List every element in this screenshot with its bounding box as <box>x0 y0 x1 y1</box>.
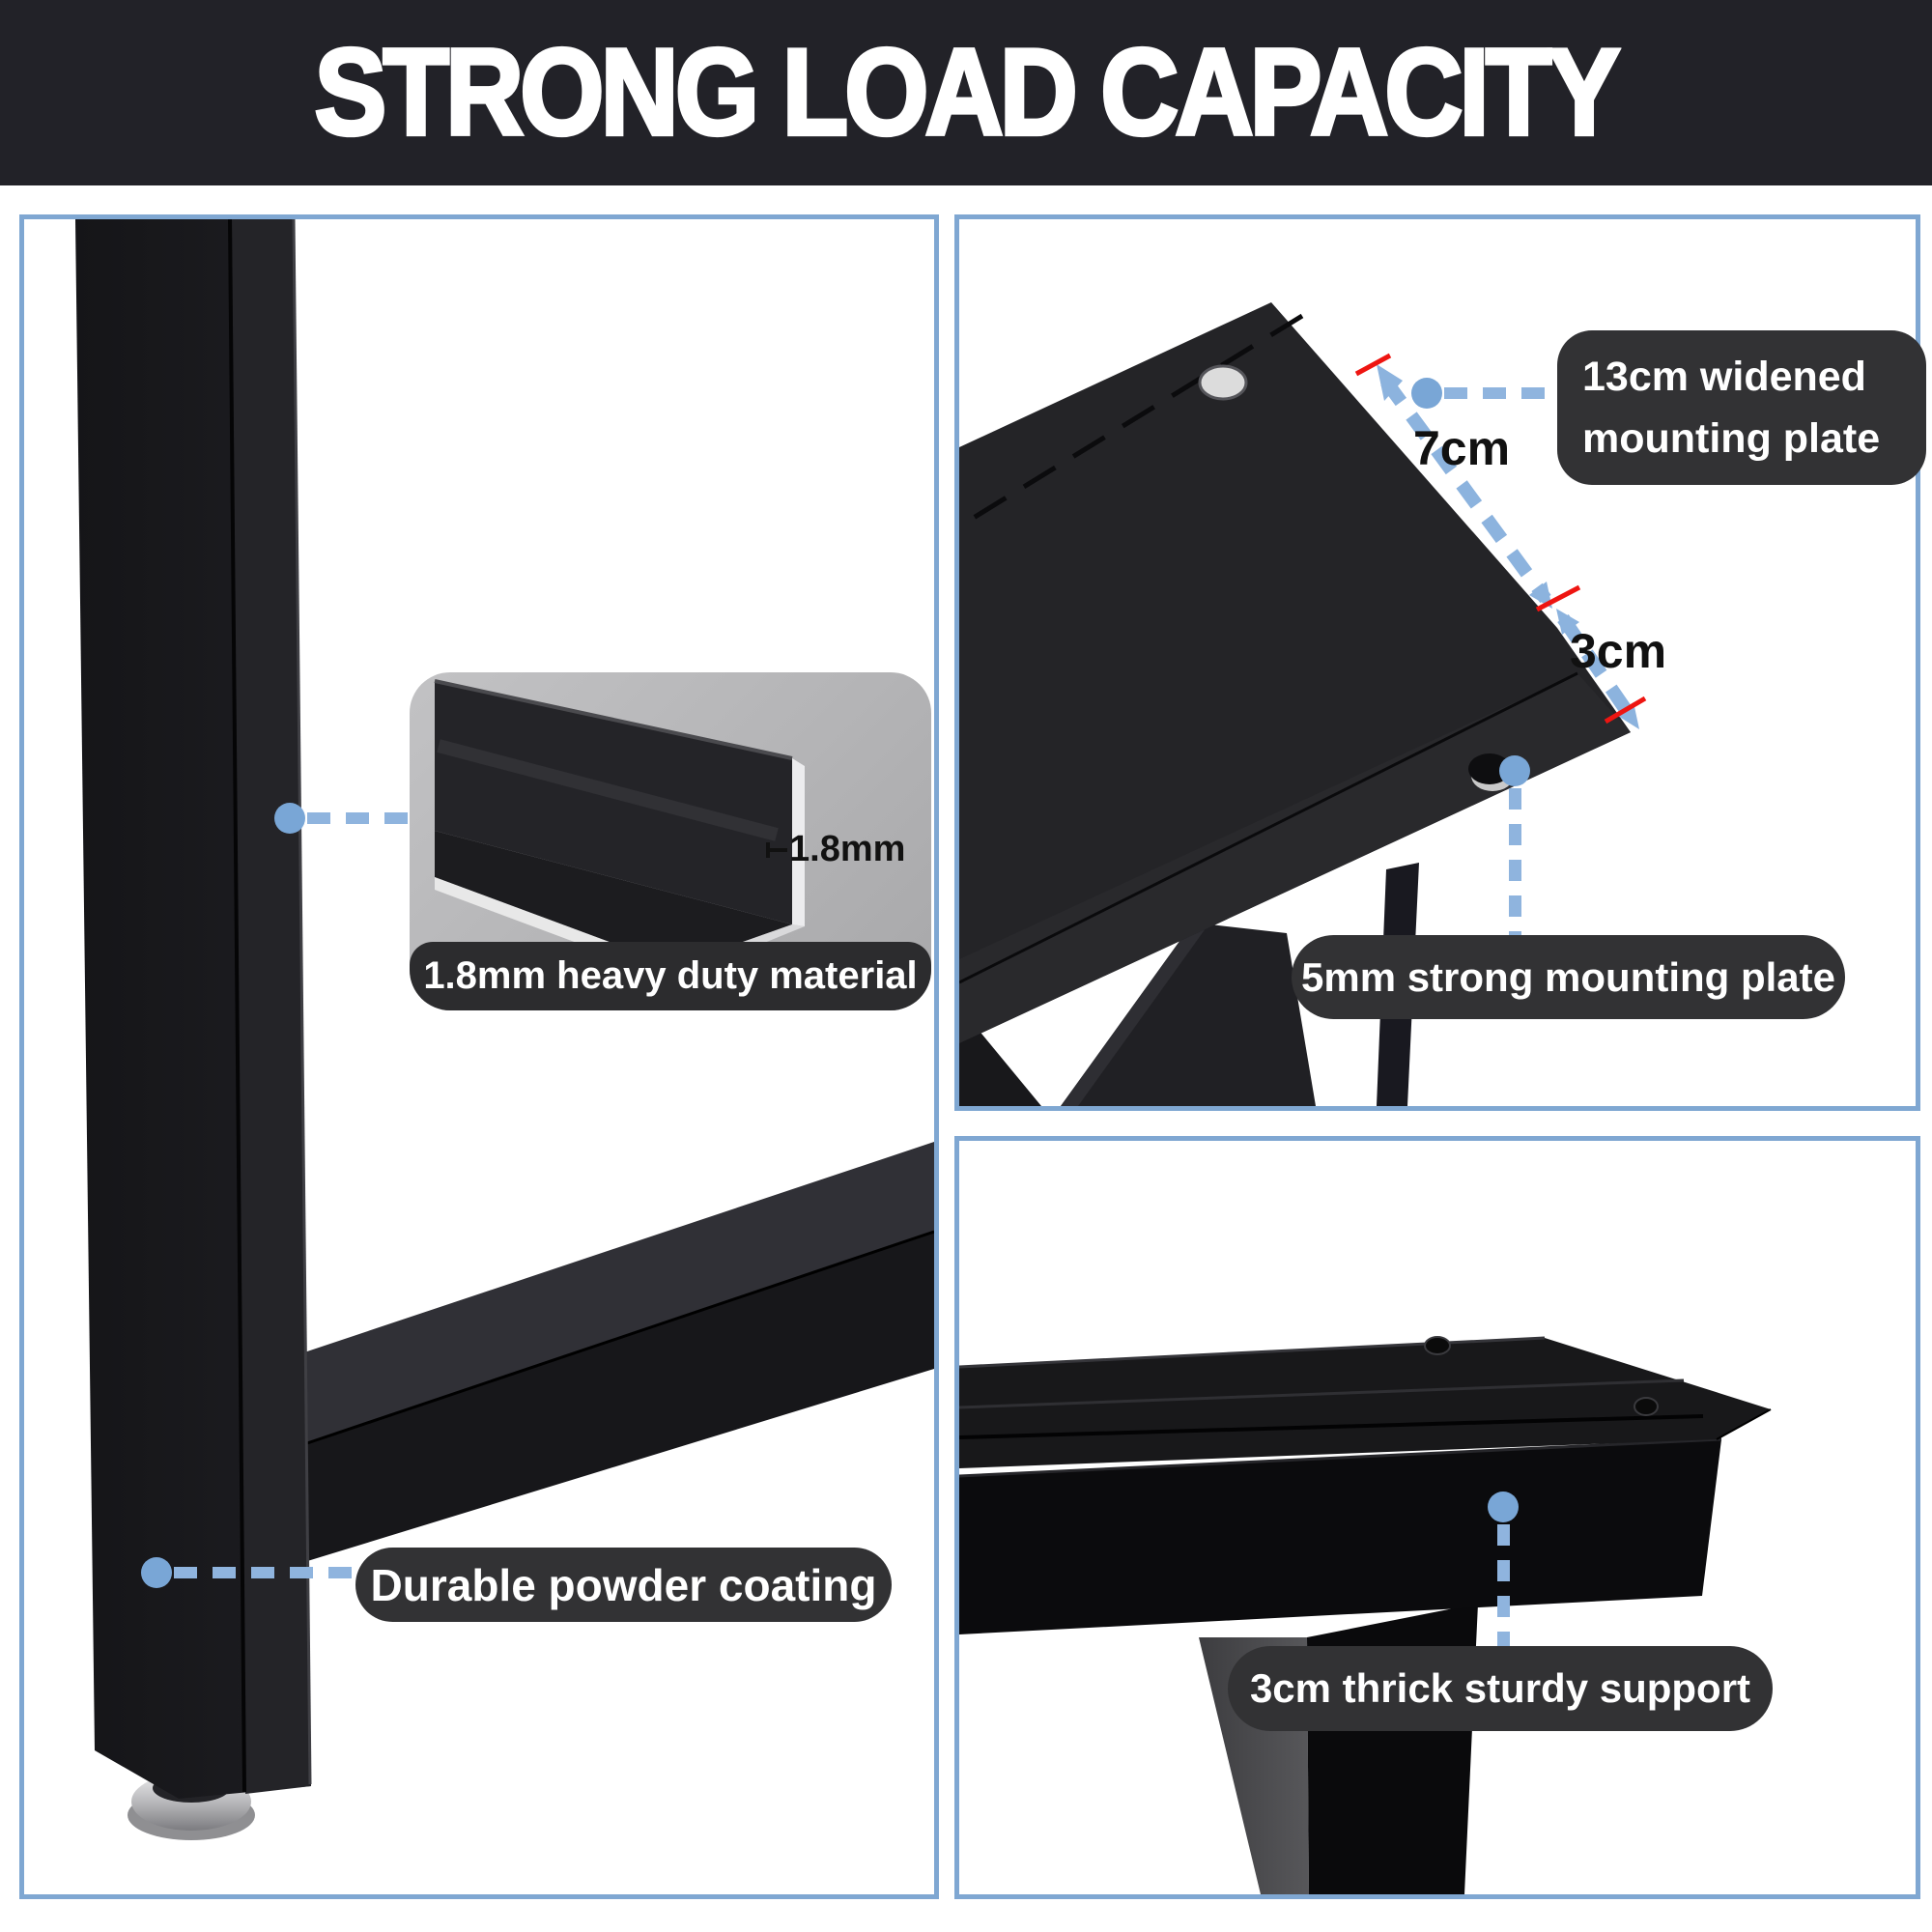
widened-plate-label-line1: 13cm widened <box>1582 354 1866 400</box>
banner: STRONG LOAD CAPACITY <box>0 0 1932 185</box>
pointer-dot-icon <box>141 1557 172 1588</box>
dashed-connector <box>174 1567 355 1578</box>
pointer-dot-icon <box>1488 1492 1519 1522</box>
leg-photo <box>75 219 934 1840</box>
material-inset-card: 1.8mm heavy duty material <box>410 672 931 1010</box>
pointer-dot-icon <box>1499 755 1530 786</box>
stretcher-bar-photo <box>303 1142 934 1562</box>
widened-plate-label-line2: mounting plate <box>1582 415 1881 462</box>
angle-sheen <box>437 739 779 841</box>
dashed-connector <box>1497 1524 1510 1646</box>
angle-top-edge <box>434 679 793 760</box>
panel-leg-detail: 1.8mm heavy duty material 1.8mm Durable … <box>19 214 939 1899</box>
dimension-bracket-icon <box>766 841 787 858</box>
screw-hole <box>1198 364 1248 401</box>
leg-column-photo <box>75 219 312 1799</box>
coating-label: Durable powder coating <box>355 1548 892 1622</box>
plate-surface-photo <box>959 302 1631 1043</box>
dashed-connector <box>1444 387 1557 399</box>
support-plate-photo <box>959 1336 1772 1468</box>
support-label: 3cm thrick sturdy support <box>1228 1646 1773 1731</box>
plate-strength-label: 5mm strong mounting plate <box>1292 935 1845 1019</box>
inset-caption: 1.8mm heavy duty material <box>410 942 931 1010</box>
screw-hole <box>1424 1336 1451 1355</box>
support-corner-photo <box>959 1336 1772 1894</box>
panel-sturdy-support: 3cm thrick sturdy support <box>954 1136 1920 1899</box>
panel-mounting-plate: 13cm widened mounting plate 7cm 3cm 5mm … <box>954 214 1926 1111</box>
support-beam-photo <box>959 1437 1722 1634</box>
dashed-connector <box>1509 788 1521 935</box>
depth-dimension: 7cm <box>1413 421 1511 475</box>
pointer-dot-icon <box>1411 378 1442 409</box>
widened-plate-label: 13cm widened mounting plate <box>1557 330 1926 485</box>
dashed-connector <box>307 812 410 824</box>
screw-hole <box>1634 1397 1659 1416</box>
mounting-plate-photo <box>959 302 1647 1106</box>
dimension-tick-marks <box>1354 353 1647 724</box>
thickness-dimension: 1.8mm <box>766 829 905 870</box>
banner-title: STRONG LOAD CAPACITY <box>313 22 1623 164</box>
thickness-dimension-value: 1.8mm <box>789 829 906 869</box>
angle-flange-vertical <box>435 681 792 924</box>
pointer-dot-icon <box>274 803 305 834</box>
angle-flange-bottom <box>435 831 792 966</box>
edge-dimension: 3cm <box>1570 624 1667 678</box>
angle-thickness-edge <box>792 758 805 926</box>
